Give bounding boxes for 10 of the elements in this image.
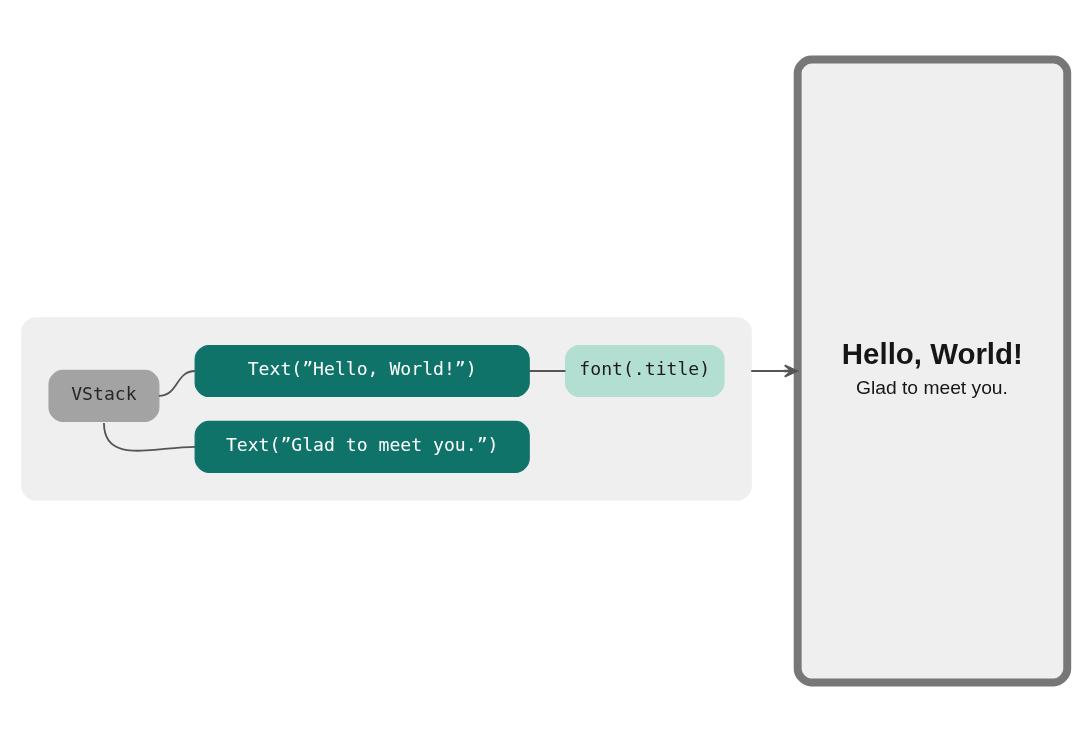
node-box: Text(”Hello, World!”): [194, 344, 530, 397]
arrow: [750, 364, 799, 377]
connector: [528, 369, 567, 372]
connector: [103, 421, 197, 452]
connector: [157, 369, 197, 397]
node-box: Text(”Glad to meet you.”): [194, 420, 530, 473]
node-box: font(.title): [564, 344, 725, 397]
node-box: Hello, World! Glad to meet you.: [793, 55, 1072, 686]
cluster: [21, 316, 752, 501]
node-box: VStack: [48, 369, 160, 422]
